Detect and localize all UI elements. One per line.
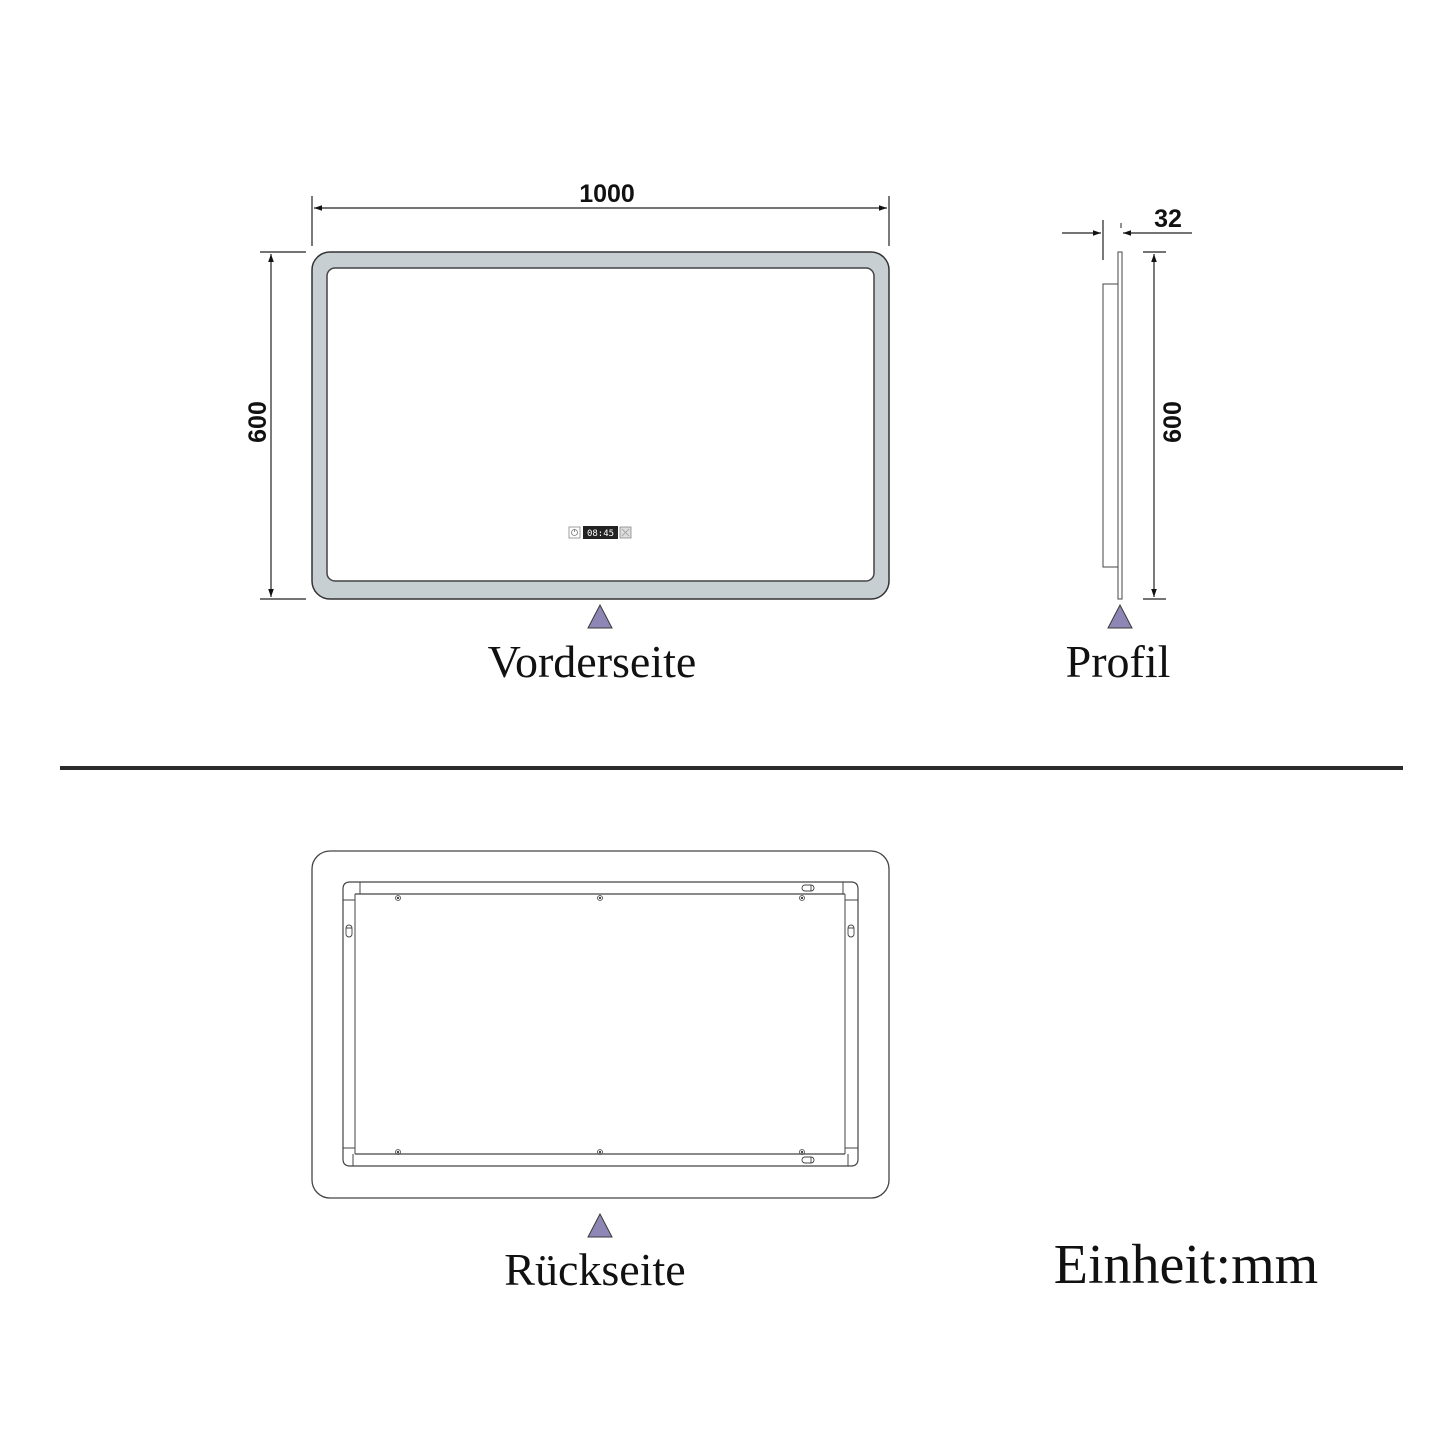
width-value: 1000 — [579, 180, 635, 208]
profile-height-dimension: 600 — [1143, 251, 1187, 600]
clock-time: 08:45 — [587, 529, 614, 539]
profile-view-marker-icon — [1107, 603, 1133, 629]
screw-icons — [395, 895, 805, 1155]
height-dimension: 600 — [244, 251, 306, 600]
height-value: 600 — [244, 401, 272, 443]
defog-icon — [621, 528, 630, 537]
back-view: Rückseite — [311, 850, 890, 1295]
back-inner-frame — [342, 881, 859, 1167]
profile-glass — [1117, 251, 1123, 600]
power-button[interactable] — [568, 526, 581, 539]
back-view-marker-icon — [587, 1212, 613, 1238]
front-view: 1000 600 08:45 Vorderseite — [244, 180, 890, 687]
width-dimension: 1000 — [311, 180, 890, 246]
back-view-label: Rückseite — [504, 1244, 685, 1295]
profile-view-label: Profil — [1066, 636, 1171, 687]
depth-dimension: 32 — [1062, 205, 1192, 260]
front-view-label: Vorderseite — [488, 636, 697, 687]
mirror-glass — [326, 267, 875, 582]
profile-backing — [1102, 283, 1119, 568]
depth-value: 32 — [1154, 205, 1182, 233]
clock-display: 08:45 — [568, 526, 632, 539]
profile-view: 32 600 Profil — [1062, 205, 1192, 687]
section-divider — [60, 766, 1403, 770]
keyhole-hanger-icons — [345, 884, 855, 1164]
front-view-marker-icon — [587, 603, 613, 629]
unit-label: Einheit:mm — [1054, 1234, 1318, 1296]
profile-height-value: 600 — [1159, 401, 1187, 443]
